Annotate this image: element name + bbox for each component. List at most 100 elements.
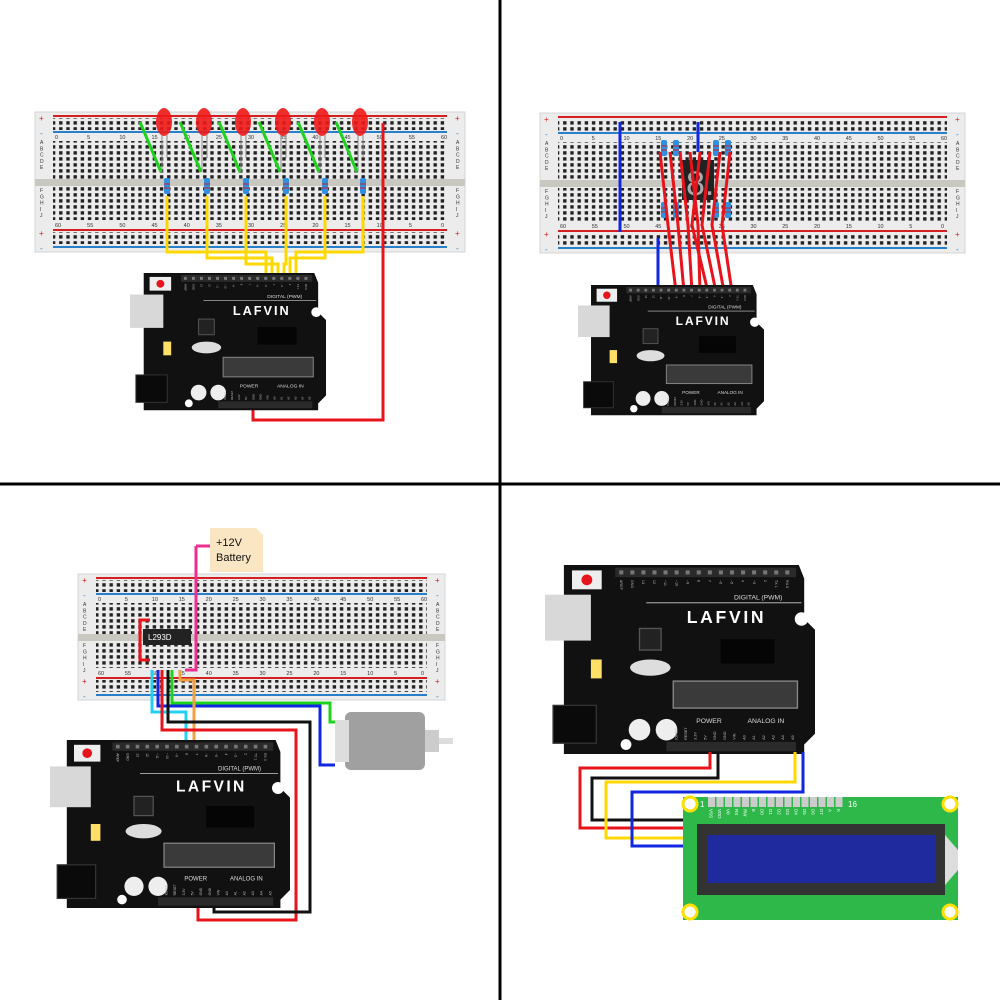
header-pin [224, 276, 228, 280]
wire-yellow [205, 196, 274, 282]
resistor-body [725, 202, 731, 218]
pin-label: VIN [216, 889, 220, 895]
resistor-body [204, 178, 210, 194]
header-pin [145, 744, 150, 749]
pin-label: 7 [690, 295, 694, 297]
lcd-pin [776, 797, 783, 807]
pin-label: A2 [287, 396, 291, 400]
row-label: B [83, 608, 87, 614]
resistor-body [713, 140, 719, 156]
header-pin [248, 276, 252, 280]
row-label: B [436, 608, 440, 614]
wire-red [678, 151, 694, 293]
header-pin [707, 570, 712, 575]
column-number: 20 [312, 223, 318, 229]
chip-label: L293D [148, 633, 172, 642]
row-label: J [40, 213, 43, 219]
header-pin [785, 570, 790, 575]
column-number: 5 [125, 597, 128, 603]
pin-label: 2 [244, 753, 248, 755]
terminal-holes-top [53, 141, 447, 179]
pin-label: GND [693, 400, 697, 406]
header-pin [720, 288, 724, 292]
pin-label: GND [713, 731, 717, 740]
header-pin [674, 288, 678, 292]
red-led [196, 108, 212, 136]
pin-label: GND [636, 295, 640, 301]
column-number: 60 [941, 136, 947, 142]
lcd-pin [827, 797, 834, 807]
column-number: 50 [878, 136, 884, 142]
plus-label: + [435, 576, 440, 585]
minus-label: - [436, 692, 439, 701]
plus-label: + [955, 230, 960, 239]
pin-label: ~6 [256, 284, 260, 288]
pin-label: TX 1 [735, 295, 739, 301]
usb-chip [198, 318, 215, 336]
column-number: 45 [340, 597, 346, 603]
row-label: B [956, 147, 960, 153]
dc-motor-cap [425, 730, 439, 752]
row-label: A [436, 602, 440, 608]
plus-label: + [544, 115, 549, 124]
pin-label: 3.3V [182, 888, 186, 896]
red-led [314, 108, 330, 136]
column-number: 40 [184, 223, 190, 229]
plus-label: + [455, 114, 460, 123]
header-pin [641, 570, 646, 575]
row-label: I [40, 207, 41, 213]
header-pin [125, 744, 130, 749]
resistor-body [661, 140, 667, 156]
crystal [191, 341, 222, 354]
pin-label: 2 [728, 295, 732, 297]
header-pin [204, 744, 209, 749]
header-pin [263, 744, 268, 749]
header-pin [296, 276, 300, 280]
row-label: C [545, 154, 549, 160]
column-number: 40 [814, 136, 820, 142]
pin-label: IOREF [223, 391, 227, 400]
row-label: E [40, 165, 44, 171]
usb-port [130, 294, 164, 328]
lcd-pin-label: D6 [811, 809, 816, 815]
header-pin [208, 276, 211, 280]
row-label: E [436, 627, 440, 633]
pin-label: 13 [199, 284, 203, 288]
lcd-pin-label: D4 [794, 809, 799, 815]
pin-label: A0 [225, 891, 229, 895]
led-indicator [163, 341, 172, 356]
column-number: 5 [592, 136, 595, 142]
wire-green [170, 670, 338, 724]
header-pin [183, 276, 187, 280]
header-pin [253, 744, 258, 749]
column-number: 30 [260, 597, 266, 603]
resistor [725, 202, 731, 218]
lcd-pin-last: 16 [848, 800, 857, 809]
led-indicator [90, 824, 101, 841]
mount-hole [750, 317, 760, 327]
column-number: 25 [280, 223, 286, 229]
column-number: 5 [87, 135, 90, 141]
pin-label: TX 1 [296, 284, 300, 290]
column-number: 50 [377, 135, 383, 141]
pin-label: ~9 [175, 753, 179, 757]
column-number: 30 [751, 136, 757, 142]
pin-label: A5 [746, 402, 750, 406]
pin-label: AREF [183, 284, 187, 292]
column-number: 40 [312, 135, 318, 141]
header-pin [199, 276, 203, 280]
wire-red [688, 151, 702, 293]
wire-red [720, 151, 734, 293]
column-number: 15 [179, 597, 185, 603]
column-number: 55 [87, 223, 93, 229]
plus-label: + [955, 115, 960, 124]
pin-label: A0 [742, 735, 746, 740]
column-number: 0 [421, 671, 424, 677]
minus-label: - [456, 244, 459, 253]
header-pin [191, 276, 195, 280]
row-label: H [956, 202, 960, 208]
row-label: D [956, 160, 960, 166]
row-label: D [456, 159, 460, 165]
wire-red [690, 151, 710, 293]
header-pin [652, 288, 655, 292]
